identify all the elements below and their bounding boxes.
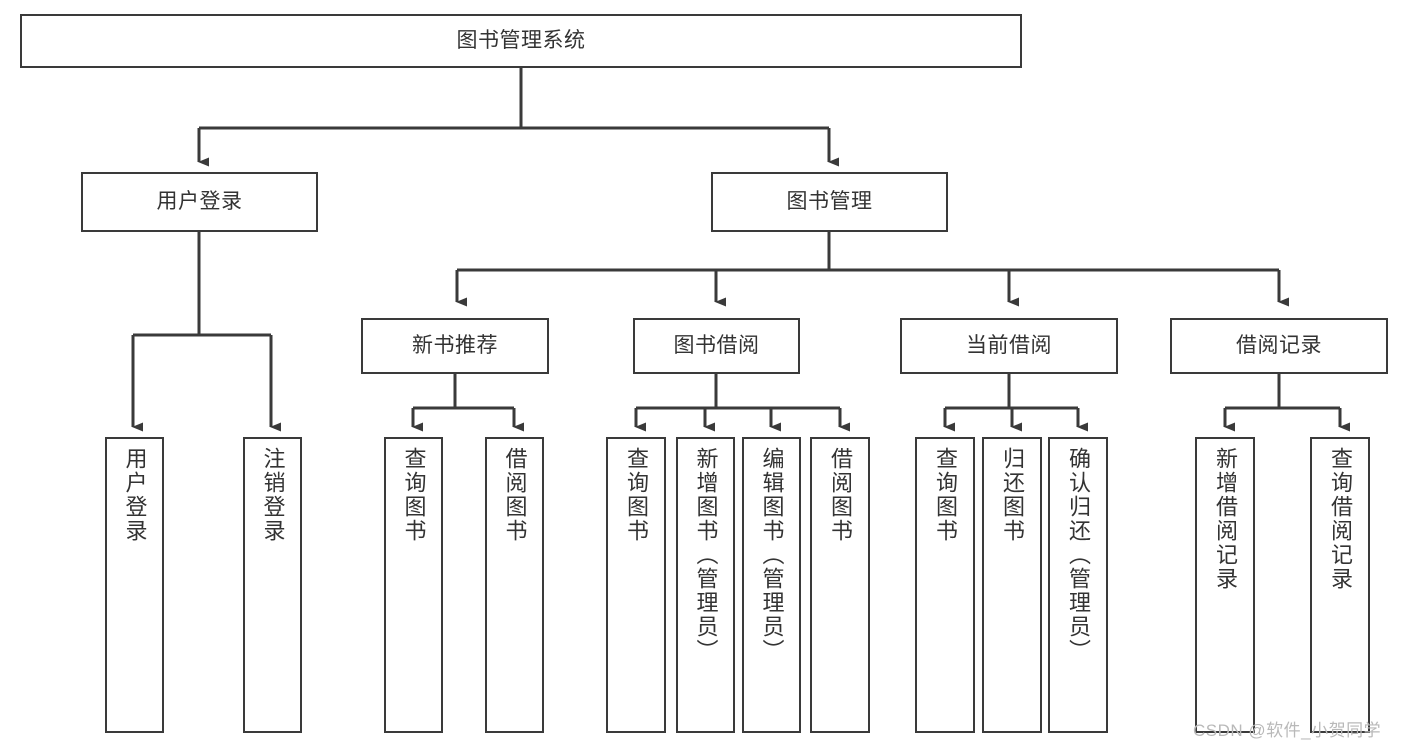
node-label: 查询图书 bbox=[623, 447, 649, 543]
node-label: 用户登录 bbox=[156, 190, 243, 214]
node-label: 查询图书 bbox=[932, 447, 958, 543]
node-borrow-record[interactable]: 借阅记录 bbox=[1170, 318, 1388, 374]
leaf-book-borrow-3[interactable]: 编辑图书（管理员） bbox=[742, 437, 801, 733]
node-label: 用户登录 bbox=[122, 447, 148, 543]
leaf-book-borrow-2[interactable]: 新增图书（管理员） bbox=[676, 437, 735, 733]
node-label: 图书管理 bbox=[786, 190, 873, 214]
leaf-current-borrow-3[interactable]: 确认归还（管理员） bbox=[1048, 437, 1108, 733]
leaf-current-borrow-1[interactable]: 查询图书 bbox=[915, 437, 975, 733]
node-label: 注销登录 bbox=[260, 447, 286, 543]
node-label: 确认归还（管理员） bbox=[1065, 447, 1091, 663]
node-label: 归还图书 bbox=[999, 447, 1025, 543]
leaf-current-borrow-2[interactable]: 归还图书 bbox=[982, 437, 1042, 733]
leaf-user-login-2[interactable]: 注销登录 bbox=[243, 437, 302, 733]
node-label: 新增图书（管理员） bbox=[693, 447, 719, 663]
node-label: 编辑图书（管理员） bbox=[759, 447, 785, 663]
node-label: 新书推荐 bbox=[412, 334, 498, 358]
node-book-management[interactable]: 图书管理 bbox=[711, 172, 948, 232]
node-label: 查询图书 bbox=[401, 447, 427, 543]
node-user-login[interactable]: 用户登录 bbox=[81, 172, 318, 232]
node-new-book-recommend[interactable]: 新书推荐 bbox=[361, 318, 549, 374]
node-label: 借阅图书 bbox=[502, 447, 528, 543]
node-book-borrow[interactable]: 图书借阅 bbox=[633, 318, 800, 374]
node-root-book-management-system[interactable]: 图书管理系统 bbox=[20, 14, 1022, 68]
leaf-new-book-recommend-2[interactable]: 借阅图书 bbox=[485, 437, 544, 733]
node-current-borrow[interactable]: 当前借阅 bbox=[900, 318, 1118, 374]
leaf-borrow-record-1[interactable]: 新增借阅记录 bbox=[1195, 437, 1255, 733]
node-label: 借阅图书 bbox=[827, 447, 853, 543]
leaf-user-login-1[interactable]: 用户登录 bbox=[105, 437, 164, 733]
leaf-new-book-recommend-1[interactable]: 查询图书 bbox=[384, 437, 443, 733]
node-label: 当前借阅 bbox=[966, 334, 1052, 358]
leaf-book-borrow-4[interactable]: 借阅图书 bbox=[810, 437, 870, 733]
node-label: 图书管理系统 bbox=[456, 29, 586, 53]
node-label: 新增借阅记录 bbox=[1212, 447, 1238, 591]
leaf-book-borrow-1[interactable]: 查询图书 bbox=[606, 437, 666, 733]
node-label: 借阅记录 bbox=[1236, 334, 1322, 358]
leaf-borrow-record-2[interactable]: 查询借阅记录 bbox=[1310, 437, 1370, 733]
node-label: 查询借阅记录 bbox=[1327, 447, 1353, 591]
node-label: 图书借阅 bbox=[673, 334, 760, 358]
